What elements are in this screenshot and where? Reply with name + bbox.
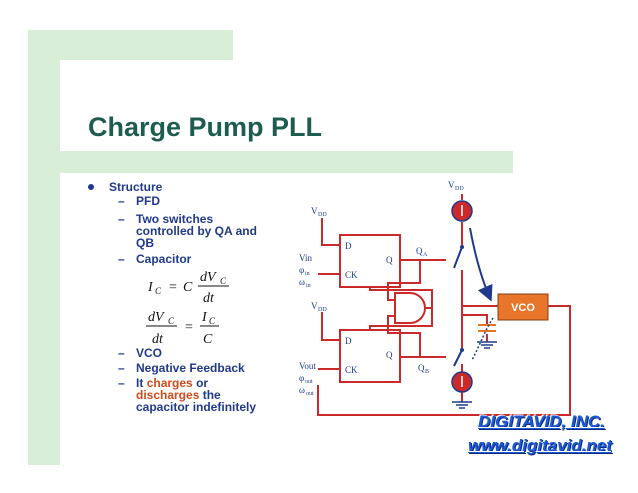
qa-sub: A [423,252,428,258]
vdd-right-sub: DD [455,186,464,192]
omega-out-label: ω [299,385,305,395]
omega-in-label: ω [299,277,305,287]
eq1-num: dV [200,270,217,285]
eq2-num: dV [148,310,165,325]
omega-out-sub: out [306,391,314,397]
eq2-rden: C [203,332,213,347]
eq2-rnum-sub: C [209,316,216,326]
eq1-den: dt [203,291,215,306]
eq1-c: C [183,280,193,295]
eq2-equals: = [185,320,193,335]
eq2-den: dt [152,332,164,347]
qb-sub: B [425,369,429,375]
vco-label: VCO [511,302,535,314]
vin-label: Vin [299,253,312,263]
discharges-highlight: discharges [136,388,200,402]
ground-capacitor-icon [477,341,497,349]
eq2-num-sub: C [168,316,175,326]
loop-capacitor-icon [478,324,496,332]
upper-switch-node [460,245,464,249]
lower-switch [453,349,463,367]
omega-in-sub: in [306,283,311,289]
capacitor-branch-wire [462,314,488,325]
qa-label: Q [416,246,423,256]
reset-wire-a [369,287,433,309]
upper-switch [453,246,463,269]
flip-flop-b [339,329,401,383]
eq1-ic: I [147,280,154,295]
vdd-right-label: V [448,180,455,190]
vdd-mid-sub: DD [318,307,327,313]
slide-title: Charge Pump PLL [88,112,323,142]
reset-wire-b [369,308,433,330]
phi-out-sub: out [305,379,313,385]
qa-and-wire [387,260,421,301]
eq1-equals: = [169,280,177,295]
dash-icon: – [118,376,125,390]
dash-icon: – [118,361,125,375]
eq1-num-sub: C [220,276,227,286]
dash-icon: – [118,212,125,226]
vdd-mid-label: V [311,301,318,311]
ground-lower-icon [452,401,472,409]
dash-icon: – [118,252,125,266]
vout-label: Vout [299,361,316,371]
and-gate [394,292,426,324]
vdd-wire-ffb [321,312,340,341]
phi-in-label: φ [299,265,304,275]
capacitor-equations: I C = C dV C dt dV C dt = I C C [146,270,229,347]
feedback-wire [317,305,571,416]
bullet-dot-icon [88,184,94,190]
dash-icon: – [118,194,125,208]
dash-icon: – [118,346,125,360]
qb-and-wire [387,315,421,357]
ffa-d-label: D [345,241,352,251]
ffb-q-label: Q [386,350,393,360]
vdd-top-label: V [311,206,318,216]
vdd-wire-ffa [321,218,340,246]
vco-box [497,293,549,321]
watermark-logo-line2: www.digitavid.net [468,436,612,455]
qb-label: Q [418,363,425,373]
phi-in-sub: in [305,271,310,277]
lower-switch-node [460,348,464,352]
charge-current-arrow-icon [469,227,493,302]
ffb-ck-label: CK [345,365,358,375]
charges-highlight: charges [146,376,193,390]
phi-out-label: φ [299,373,304,383]
title-underline-band [28,151,513,173]
watermark-logo-line1: DIGITAVID, INC. [478,412,605,431]
eq1-ic-sub: C [155,286,162,296]
ffb-d-label: D [345,336,352,346]
eq2-rnum: I [201,310,208,325]
ffa-ck-label: CK [345,270,358,280]
ffa-q-label: Q [386,255,393,265]
vdd-top-sub: DD [318,212,327,218]
